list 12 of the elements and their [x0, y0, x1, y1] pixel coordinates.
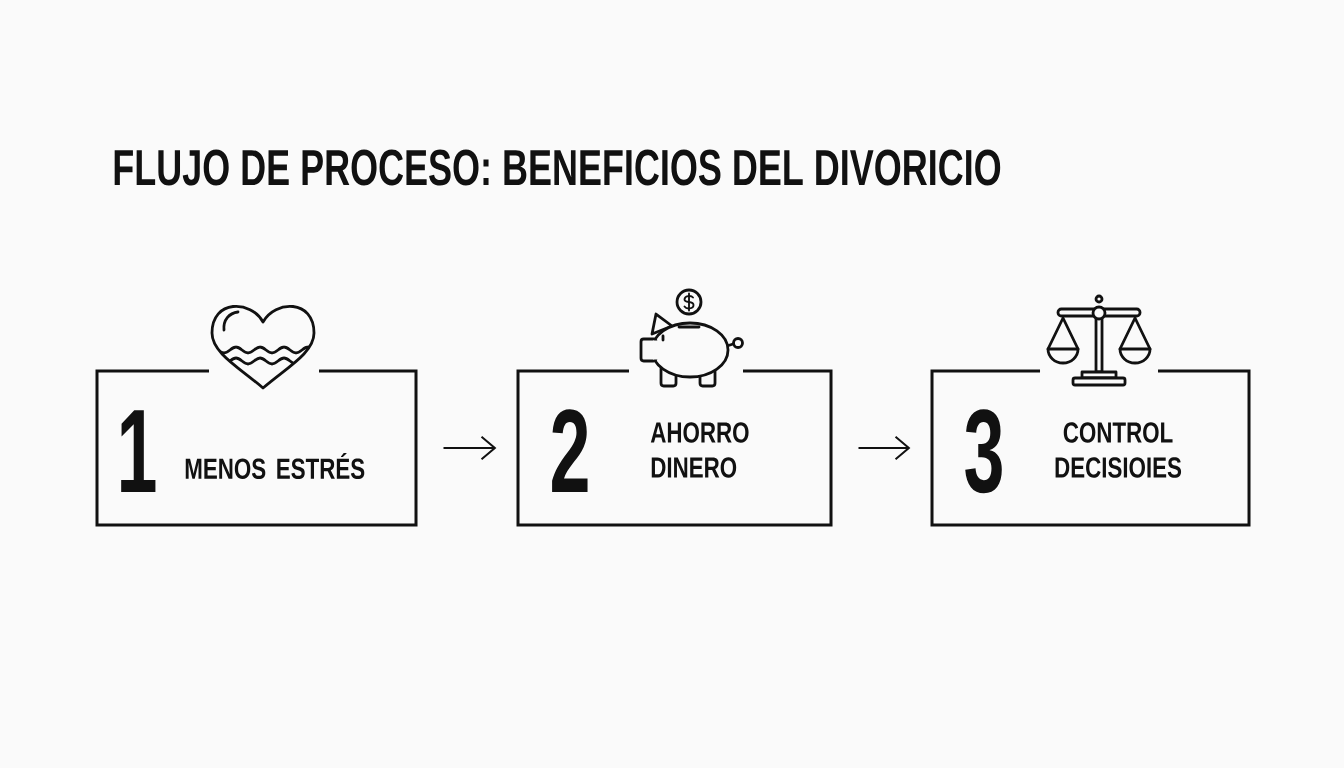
- process-box: [930, 369, 1251, 527]
- step-number: 2: [552, 409, 588, 492]
- step-number: 3: [965, 409, 1002, 494]
- process-box: [516, 369, 833, 527]
- process-box: [95, 369, 418, 527]
- step-label: MENOS ESTRÉS: [185, 453, 365, 479]
- step-label: AHORRO DINERO: [650, 422, 749, 478]
- arrow: [858, 435, 911, 461]
- step-label: CONTROL DECISIOIES: [1055, 422, 1182, 478]
- arrow: [443, 435, 497, 461]
- step-number: 1: [121, 410, 156, 492]
- title: FLUJO DE PROCESO: BENEFICIOS DEL DIVORICIO: [114, 149, 1001, 186]
